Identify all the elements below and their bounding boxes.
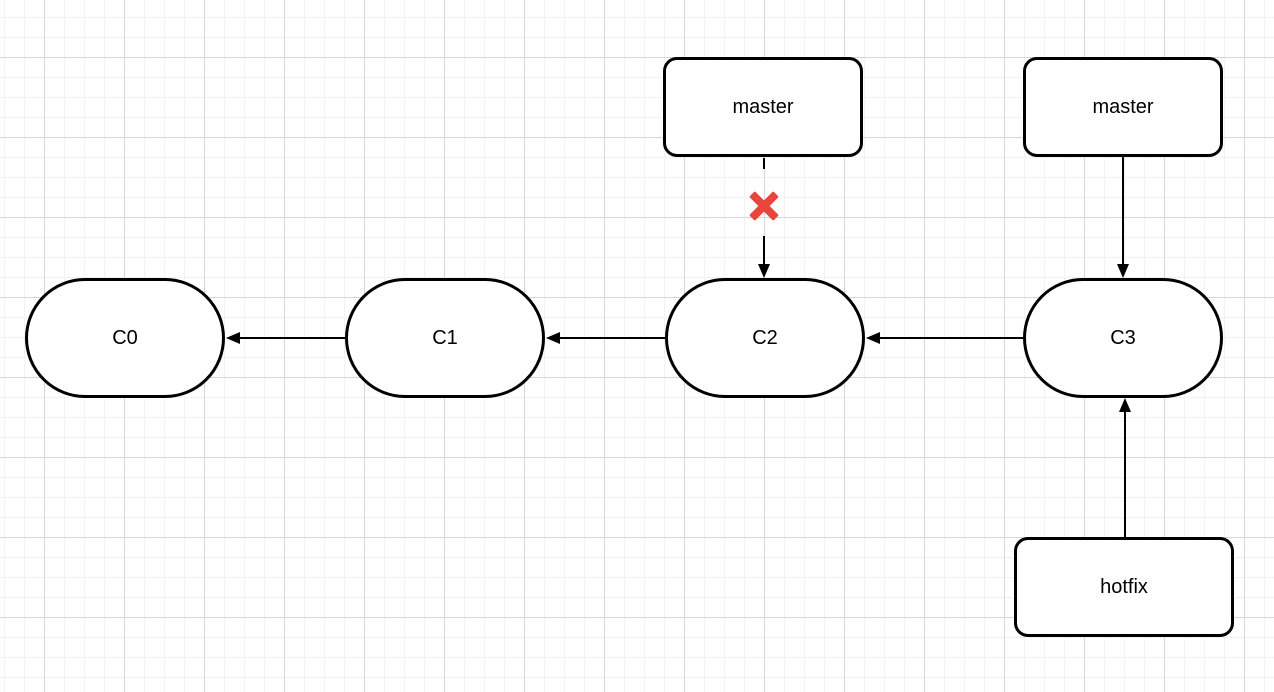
edge-line	[560, 337, 665, 339]
commit-node-c2[interactable]: C2	[665, 278, 865, 398]
edge-line	[763, 236, 765, 264]
branch-label-hotfix: hotfix	[1100, 576, 1148, 598]
arrowhead-up-icon	[1119, 398, 1131, 412]
commit-node-c3[interactable]: C3	[1023, 278, 1223, 398]
branch-box-hotfix[interactable]: hotfix	[1014, 537, 1234, 637]
commit-node-c1[interactable]: C1	[345, 278, 545, 398]
commit-label-c1: C1	[432, 327, 458, 349]
arrowhead-left-icon	[546, 332, 560, 344]
edge-line	[880, 337, 1023, 339]
commit-label-c2: C2	[752, 327, 778, 349]
branch-label-master-old: master	[732, 96, 794, 118]
edge-line	[1124, 412, 1126, 537]
edge-line	[240, 337, 345, 339]
commit-label-c3: C3	[1110, 327, 1136, 349]
x-mark-icon[interactable]	[747, 189, 781, 223]
arrowhead-down-icon	[758, 264, 770, 278]
commit-node-c0[interactable]: C0	[25, 278, 225, 398]
branch-label-master: master	[1092, 96, 1154, 118]
arrowhead-down-icon	[1117, 264, 1129, 278]
branch-box-master[interactable]: master	[1023, 57, 1223, 157]
branch-box-master-old[interactable]: master	[663, 57, 863, 157]
arrowhead-left-icon	[866, 332, 880, 344]
commit-label-c0: C0	[112, 327, 138, 349]
arrowhead-left-icon	[226, 332, 240, 344]
edge-line-stub	[763, 158, 765, 169]
edge-line	[1122, 157, 1124, 264]
